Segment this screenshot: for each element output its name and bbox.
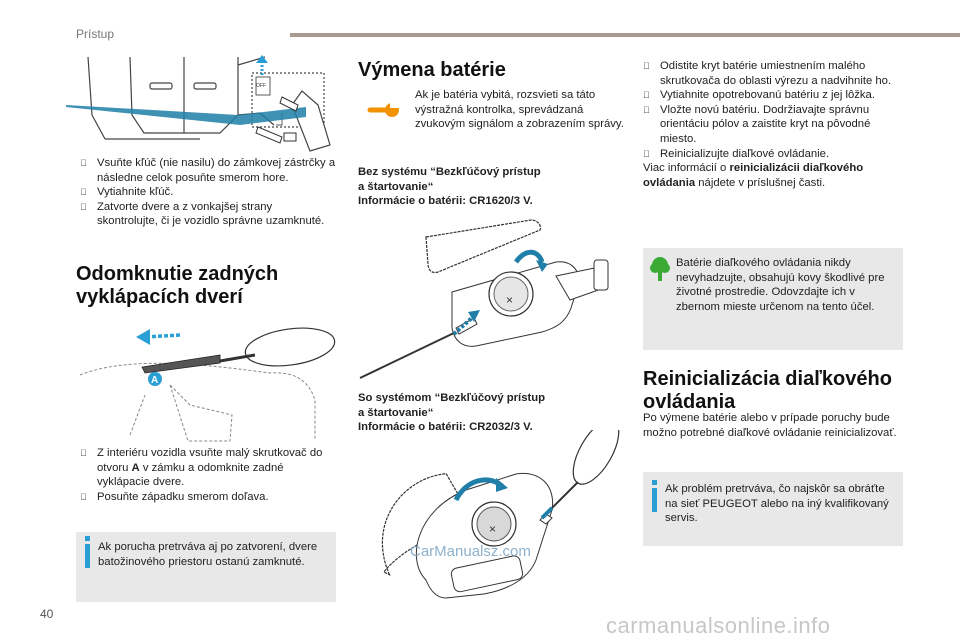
info-icon [652,480,657,512]
watermark-bottom: carmanualsonline.info [606,613,831,638]
watermark-middle: CarManualsz.com [410,543,531,560]
screwdriver-illustration: A [79,327,336,442]
list-item: Reinicializujte diaľkové ovládanie. [643,147,830,160]
eco-note-box: Batérie diaľkového ovládania nikdy nevyh… [643,248,903,350]
header-rule [290,33,960,37]
section-heading-battery-replacement: Výmena batérie [358,59,506,81]
key-fob-battery-illustration-2: × [381,430,620,599]
list-item: Vložte novú batériu. Dodržiavajte správ… [643,103,871,145]
list-item: Zatvorte dvere a z vonkajšej strany sko… [80,200,325,228]
key-steps-list: Vsuňte kľúč (nie nasilu) do zámkovej zá… [80,156,336,229]
key-fob-battery-illustration-1: × [359,219,609,379]
tree-icon [650,257,670,281]
info-icon [85,536,90,568]
warning-text: Ak je batéria vybitá, rozsvieti sa táto … [415,89,624,131]
list-item: Posuňte západku smerom doľava. [80,490,269,503]
list-item: Vytiahnite kľúč. [80,186,174,199]
svg-text:×: × [506,293,513,307]
figure-callout-a: A [151,375,158,386]
more-info-text: Viac informácií o reinicializácii diaľko… [643,162,864,189]
list-item: Odistite kryt batérie umiestnením maléh… [643,60,892,87]
running-header: Prístup [76,27,115,41]
list-item: Vytiahnite opotrebovanú batériu z jej l… [643,89,875,102]
section-heading-unlock-tailgate: Odomknutie zadných vyklápacích dverí [76,263,279,308]
list-item: Vsuňte kľúč (nie nasilu) do zámkovej zá… [80,157,336,184]
info-note-box-2: Ak problém pretrváva, čo najskôr sa obrá… [643,472,903,546]
section-heading-reinitialization: Reinicializácia diaľkového ovládania [643,368,892,413]
van-key-illustration: OFF [66,55,331,152]
svg-text:×: × [489,522,496,536]
page-number: 40 [40,607,54,621]
battery-info-label-1: Bez systému “Bezkľúčový prístup a štarto… [358,166,541,208]
wrench-warning-icon [367,103,400,117]
unlock-steps-list: Z interiéru vozidla vsuňte malý skrutko… [80,446,336,504]
info-note-box: Ak porucha pretrváva aj po zatvorení, dv… [76,532,336,602]
svg-text:OFF: OFF [256,83,266,89]
list-item: Z interiéru vozidla vsuňte malý skrutko… [80,447,323,489]
reinit-paragraph: Po výmene batérie alebo v prípade poruch… [643,412,897,439]
battery-steps-list: Odistite kryt batérie umiestnením maléh… [643,59,905,190]
battery-info-label-2: So systémom “Bezkľúčový prístup a štarto… [358,392,546,434]
